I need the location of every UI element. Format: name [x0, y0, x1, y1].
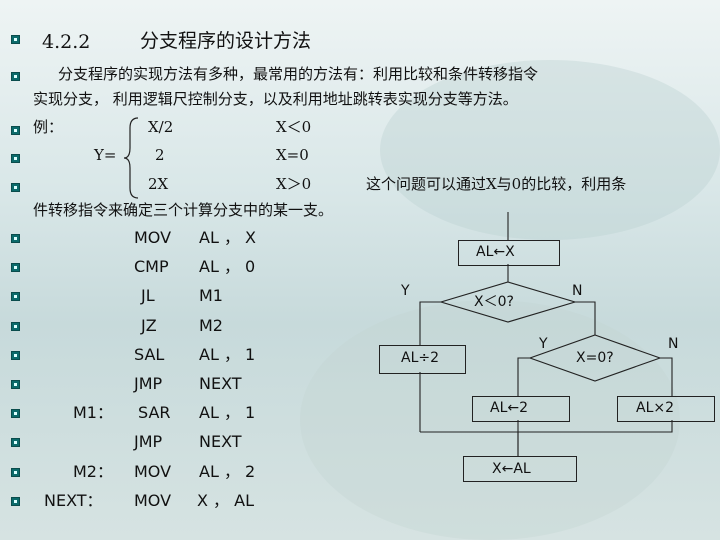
- code-operands: X ， AL: [197, 490, 254, 510]
- flow-box-multiply: [617, 396, 715, 422]
- diamond1-label: X＜0?: [474, 294, 514, 310]
- code-opcode: MOV: [134, 461, 172, 481]
- paragraph-line-2: 实现分支， 利用逻辑尺控制分支，以及利用地址跳转表实现分支等方法。: [33, 90, 518, 108]
- code-operands: AL ， X: [199, 228, 256, 247]
- bullet-icon: [11, 126, 20, 135]
- flow-box-end: [463, 456, 577, 482]
- code-label: M1：: [73, 403, 113, 423]
- code-opcode: JZ: [141, 315, 157, 335]
- case1-value: X/2: [148, 118, 174, 136]
- flow-box-start-label: AL←X: [476, 244, 515, 260]
- case2-value: 2: [155, 146, 165, 164]
- bullet-icon: [11, 154, 20, 163]
- piecewise-brace: [123, 117, 139, 199]
- page-title: 分支程序的设计方法: [140, 30, 312, 52]
- bullet-icon: [11, 234, 20, 243]
- diamond2-yes-label: Y: [539, 336, 548, 352]
- flow-box-set-two: [472, 396, 570, 422]
- diamond1-yes-label: Y: [401, 283, 410, 299]
- case1-condition: X＜0: [276, 118, 312, 136]
- bullet-icon: [11, 409, 20, 419]
- flow-box-set-two-label: AL←2: [490, 400, 529, 416]
- note-line-1: 这个问题可以通过X与0的比较，利用条: [366, 175, 627, 193]
- code-operands: AL ， 2: [199, 461, 256, 481]
- paragraph-line-1: 分支程序的实现方法有多种，最常用的方法有：利用比较和条件转移指令: [58, 65, 539, 83]
- code-opcode: MOV: [134, 228, 172, 247]
- code-operands: M2: [199, 315, 223, 335]
- flow-box-divide: [379, 345, 466, 374]
- background-decoration: [300, 300, 680, 540]
- bullet-icon: [11, 496, 20, 506]
- note-line-2: 件转移指令来确定三个计算分支中的某一支。: [33, 201, 334, 219]
- code-opcode: JL: [141, 286, 155, 306]
- case3-condition: X＞0: [276, 175, 312, 193]
- bullet-icon: [11, 467, 20, 477]
- code-operands: NEXT: [199, 374, 242, 393]
- code-opcode: JMP: [134, 374, 163, 393]
- code-operands: NEXT: [199, 432, 242, 452]
- code-operands: AL ， 1: [199, 344, 256, 364]
- bullet-icon: [11, 183, 20, 192]
- background-decoration: [380, 60, 720, 240]
- code-opcode: MOV: [134, 490, 172, 510]
- code-operands: AL ， 1: [199, 403, 256, 423]
- code-opcode: CMP: [134, 257, 169, 277]
- diamond1-no-label: N: [572, 283, 583, 299]
- bullet-icon: [11, 72, 20, 81]
- code-opcode: JMP: [134, 432, 163, 452]
- y-prefix: Y=: [94, 146, 117, 164]
- diamond2-no-label: N: [668, 336, 679, 352]
- code-label: M2：: [73, 461, 113, 481]
- bullet-icon: [11, 321, 20, 331]
- code-opcode: SAR: [138, 403, 171, 423]
- flow-box-end-label: X←AL: [492, 461, 531, 477]
- case3-value: 2X: [148, 175, 169, 193]
- example-label: 例：: [33, 118, 64, 136]
- code-operands: M1: [199, 286, 223, 306]
- code-label: NEXT：: [44, 490, 103, 510]
- bullet-icon: [11, 292, 20, 302]
- bullet-icon: [11, 263, 20, 273]
- bullet-icon: [11, 35, 20, 44]
- case2-condition: X=0: [276, 146, 309, 164]
- bullet-icon: [11, 380, 20, 389]
- bullet-icon: [11, 350, 20, 360]
- diamond2-label: X=0?: [576, 350, 614, 366]
- code-opcode: SAL: [134, 344, 165, 364]
- flow-box-multiply-label: AL×2: [636, 400, 675, 416]
- code-operands: AL ， 0: [199, 257, 256, 277]
- section-number: 4.2.2: [42, 31, 91, 53]
- bullet-icon: [11, 438, 20, 448]
- flow-box-divide-label: AL÷2: [401, 350, 440, 366]
- flow-box-start: [458, 240, 560, 266]
